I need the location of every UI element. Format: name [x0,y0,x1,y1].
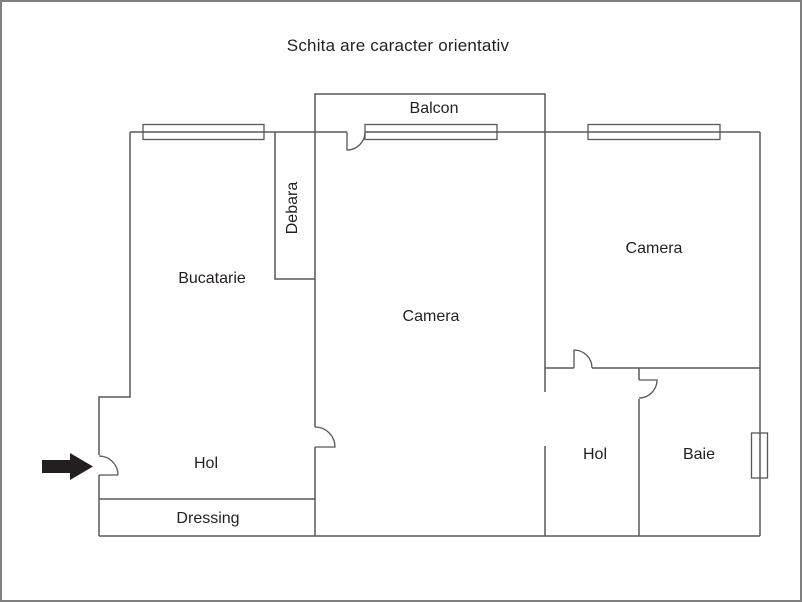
window-balcon [364,123,498,141]
door-camera-center [314,426,336,448]
room-label-baie: Baie [682,446,716,463]
room-label-hol-right: Hol [582,446,608,463]
door-balcony [346,131,366,151]
doors [98,131,658,476]
plan-disclaimer-title: Schita are caracter orientativ [286,36,510,55]
window-camera-right [587,123,721,141]
door-entrance [98,455,119,476]
room-label-hol-left: Hol [193,455,219,472]
door-baie [638,379,658,399]
window-bucatarie [142,123,265,141]
room-label-bucatarie: Bucatarie [178,270,246,287]
room-label-debara: Debara [284,181,301,235]
room-label-dressing: Dressing [176,510,240,527]
room-label-balcon: Balcon [409,100,459,117]
windows [142,123,769,479]
wall-balcony [314,93,546,132]
window-baie [750,432,769,479]
wall-debara [274,132,315,280]
room-label-camera-center: Camera [402,308,460,325]
walls [98,93,761,537]
door-camera-right [573,349,593,369]
wall-left-exterior [98,132,131,536]
entrance-arrow-icon [42,453,93,480]
room-label-camera-right: Camera [625,240,683,257]
